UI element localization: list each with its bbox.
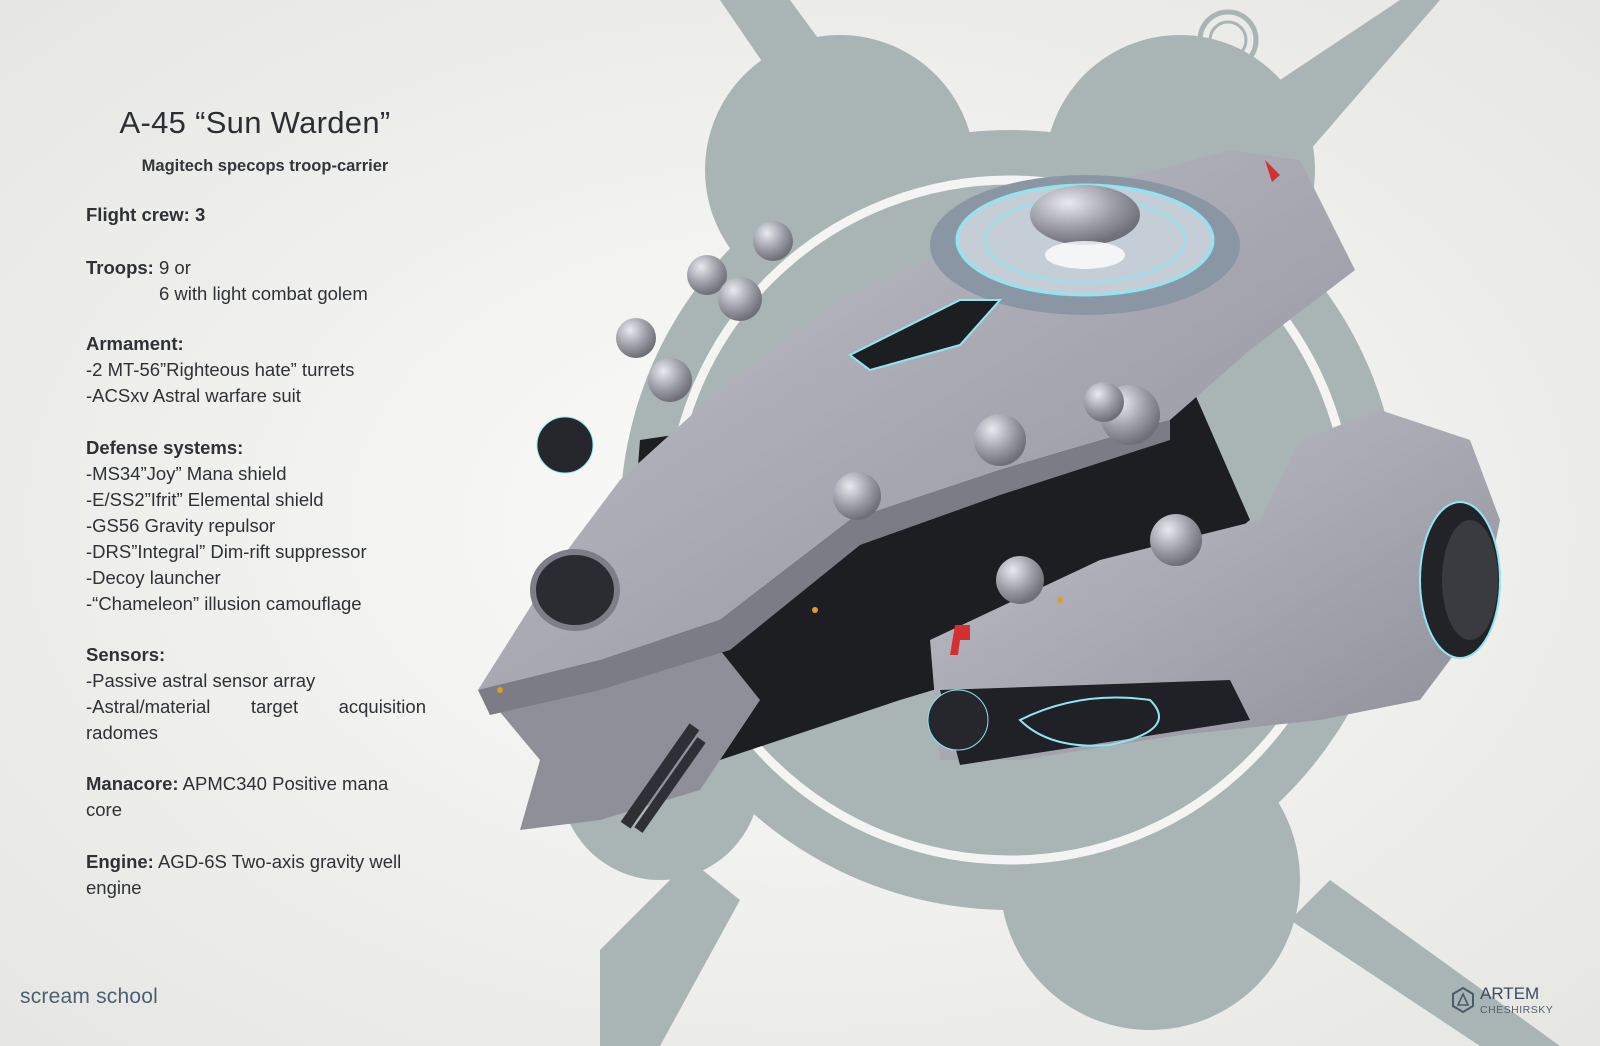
sensors-label: Sensors: [86,644,166,665]
defense-item: -“Chameleon” illusion camouflage [86,593,362,614]
sensors-item: -Astral/material target acquisition rado… [86,696,426,743]
defense-label: Defense systems: [86,437,244,458]
defense-item: -DRS”Integral” Dim-rift suppressor [86,541,367,562]
engine-section: Engine: AGD-6S Two-axis gravity well eng… [86,849,426,901]
manacore-label: Manacore: [86,773,179,794]
armament-item: -ACSxv Astral warfare suit [86,385,301,406]
manacore-value: APMC340 Positive mana core [86,773,389,820]
scream-school-text: scream school [20,985,158,1008]
troops-section: Troops: 9 or 6 with light combat golem [86,255,426,307]
ship-illustration [478,150,1501,833]
artist-first-name: ARTEM [1480,984,1540,1003]
flight-crew-value: 3 [194,204,206,225]
armament-section: Armament: -2 MT-56”Righteous hate” turre… [86,331,426,409]
manacore-section: Manacore: APMC340 Positive mana core [86,771,426,823]
artist-signature: ARTEM CHESHIRSKY [1452,984,1554,1018]
page-title: A-45 “Sun Warden” [119,105,391,140]
flight-crew-label: Flight crew: [86,204,190,225]
engine-label: Engine: [86,851,154,872]
flight-crew-section: Flight crew: 3 [86,202,426,228]
defense-item: -MS34”Joy” Mana shield [86,463,287,484]
scream-school-logo: scream school [20,985,158,1009]
sensors-item: -Passive astral sensor array [86,670,316,691]
defense-section: Defense systems: -MS34”Joy” Mana shield … [86,435,426,617]
page-subtitle: Magitech specops troop-carrier [141,157,389,175]
artist-last-name: CHESHIRSKY [1480,1004,1554,1016]
defense-item: -E/SS2”Ifrit” Elemental shield [86,489,324,510]
troops-label: Troops: [86,257,154,278]
defense-item: -Decoy launcher [86,567,221,588]
sensors-section: Sensors: -Passive astral sensor array -A… [86,642,426,746]
artem-logo-icon [1452,986,1474,1017]
armament-label: Armament: [86,333,184,354]
engine-value: AGD-6S Two-axis gravity well engine [86,851,402,898]
defense-item: -GS56 Gravity repulsor [86,515,276,536]
troops-line2: 6 with light combat golem [159,283,368,304]
troops-line1: 9 or [158,257,191,278]
armament-item: -2 MT-56”Righteous hate” turrets [86,359,355,380]
artist-name: ARTEM CHESHIRSKY [1480,984,1554,1018]
